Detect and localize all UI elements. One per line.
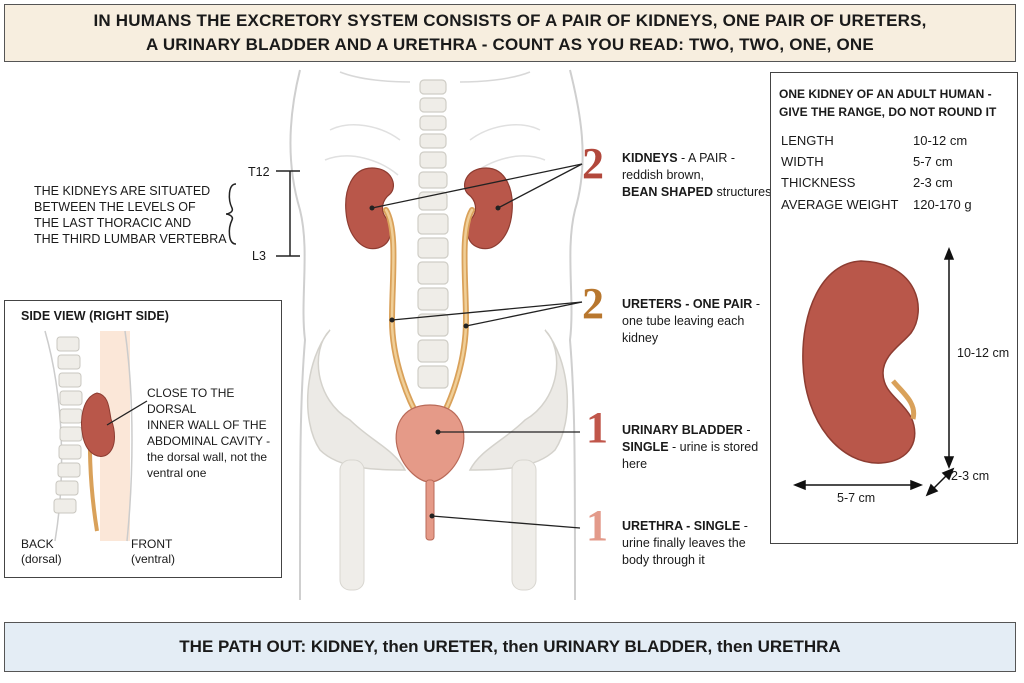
side-view-illustration <box>44 330 148 542</box>
kidneys-label: KIDNEYS - A PAIR - reddish brown, BEAN S… <box>622 150 772 201</box>
kidneys-desc-2: structures <box>713 185 772 199</box>
bladder-name: URINARY BLADDER <box>622 423 743 437</box>
torso-outline-right <box>568 69 584 601</box>
urethra-desc-1: urine finally leaves the <box>622 536 746 550</box>
pelvis-right <box>468 329 569 471</box>
ureters-name: URETERS - ONE PAIR <box>622 297 753 311</box>
torso-outline <box>289 69 307 601</box>
label-t12: T12 <box>248 165 270 179</box>
kidneys-count: 2 <box>582 139 604 188</box>
dimension-arrows <box>792 246 955 497</box>
side-note-line-2: INNER WALL OF THE <box>147 418 267 432</box>
title-line-1: IN HUMANS THE EXCRETORY SYSTEM CONSISTS … <box>93 11 927 30</box>
ureters-desc-1: one tube leaving each <box>622 314 745 328</box>
back-label-text: BACK <box>21 537 54 551</box>
pelvis-left <box>306 329 407 471</box>
side-note-line-5: ventral one <box>147 466 207 480</box>
measurements-title-2: GIVE THE RANGE, DO NOT ROUND IT <box>779 105 997 119</box>
back-label-sub: (dorsal) <box>21 552 62 566</box>
bladder-label: URINARY BLADDER - SINGLE - urine is stor… <box>622 422 772 473</box>
urethra-desc-2: body through it <box>622 553 705 567</box>
side-view-note: CLOSE TO THE DORSAL INNER WALL OF THE AB… <box>147 385 279 481</box>
label-l3: L3 <box>252 249 266 263</box>
vertebra-bracket <box>225 170 300 257</box>
row-thickness-label: THICKNESS <box>781 175 856 190</box>
row-length-value: 10-12 cm <box>913 133 968 148</box>
row-thickness-value: 2-3 cm <box>913 175 953 190</box>
kidneys-desc-bold: BEAN SHAPED <box>622 185 713 199</box>
urethra-count: 1 <box>586 501 608 550</box>
vertebra-note: THE KIDNEYS ARE SITUATED BETWEEN THE LEV… <box>34 183 234 247</box>
dim-thickness-label: 2-3 cm <box>951 469 990 483</box>
spine <box>417 79 449 389</box>
row-weight-label: AVERAGE WEIGHT <box>781 197 899 212</box>
side-note-line-1: CLOSE TO THE DORSAL <box>147 386 235 416</box>
vertebra-note-line-1: THE KIDNEYS ARE SITUATED <box>34 184 211 198</box>
row-weight-value: 120-170 g <box>913 197 972 212</box>
side-view-title: SIDE VIEW (RIGHT SIDE) <box>21 309 169 323</box>
kidneys-sep: - A PAIR - <box>677 151 735 165</box>
kidneys-name: KIDNEYS <box>622 151 678 165</box>
measurements-title: ONE KIDNEY OF AN ADULT HUMAN - GIVE THE … <box>779 85 996 121</box>
urethra-sep: - <box>740 519 748 533</box>
footer-banner: THE PATH OUT: KIDNEY, then URETER, then … <box>4 622 1016 672</box>
bladder-desc-bold: SINGLE <box>622 440 669 454</box>
row-width-value: 5-7 cm <box>913 154 953 169</box>
front-label: FRONT (ventral) <box>131 537 175 567</box>
urethra-label: URETHRA - SINGLE - urine finally leaves … <box>622 518 772 569</box>
urinary-bladder <box>395 404 465 483</box>
title-banner: IN HUMANS THE EXCRETORY SYSTEM CONSISTS … <box>4 4 1016 62</box>
back-label: BACK (dorsal) <box>21 537 62 567</box>
bladder-desc-1: - urine is stored <box>668 440 759 454</box>
urethra-name: URETHRA - SINGLE <box>622 519 741 533</box>
ureters-sep: - <box>752 297 760 311</box>
ureters-count: 2 <box>582 279 604 328</box>
row-length-label: LENGTH <box>781 133 834 148</box>
bladder-sep: - <box>742 423 751 437</box>
kidneys-desc-1: reddish brown, <box>622 168 704 182</box>
vertebra-note-line-2: BETWEEN THE LEVELS OF <box>34 200 196 214</box>
bladder-desc-2: here <box>622 457 648 471</box>
measurements-panel: ONE KIDNEY OF AN ADULT HUMAN - GIVE THE … <box>770 72 1018 544</box>
row-width-label: WIDTH <box>781 154 824 169</box>
ureters-label: URETERS - ONE PAIR - one tube leaving ea… <box>622 296 772 347</box>
title-line-2: A URINARY BLADDER AND A URETHRA - COUNT … <box>146 35 874 54</box>
front-label-sub: (ventral) <box>131 552 176 566</box>
large-kidney <box>802 260 919 464</box>
dim-length-label: 10-12 cm <box>957 346 1010 360</box>
dim-width-label: 5-7 cm <box>837 491 876 505</box>
urethra <box>425 479 435 541</box>
ureters-desc-2: kidney <box>622 331 659 345</box>
kidney-dimension-illustration <box>792 246 955 497</box>
bladder-count: 1 <box>586 403 608 452</box>
right-ureter-inner <box>438 208 474 422</box>
footer-text: THE PATH OUT: KIDNEY, then URETER, then … <box>179 637 841 656</box>
side-view-panel: SIDE VIEW (RIGHT SIDE) CLOSE TO THE DORS… <box>4 300 282 578</box>
side-kidney <box>81 392 115 457</box>
side-note-line-4: the dorsal wall, not the <box>147 450 268 464</box>
measurements-title-1: ONE KIDNEY OF AN ADULT HUMAN - <box>779 87 992 101</box>
side-note-line-3: ABDOMINAL CAVITY - <box>147 434 271 448</box>
vertebra-note-line-3: THE LAST THORACIC AND <box>34 216 192 230</box>
front-label-text: FRONT <box>131 537 173 551</box>
vertebra-note-line-4: THE THIRD LUMBAR VERTEBRA <box>34 232 227 246</box>
